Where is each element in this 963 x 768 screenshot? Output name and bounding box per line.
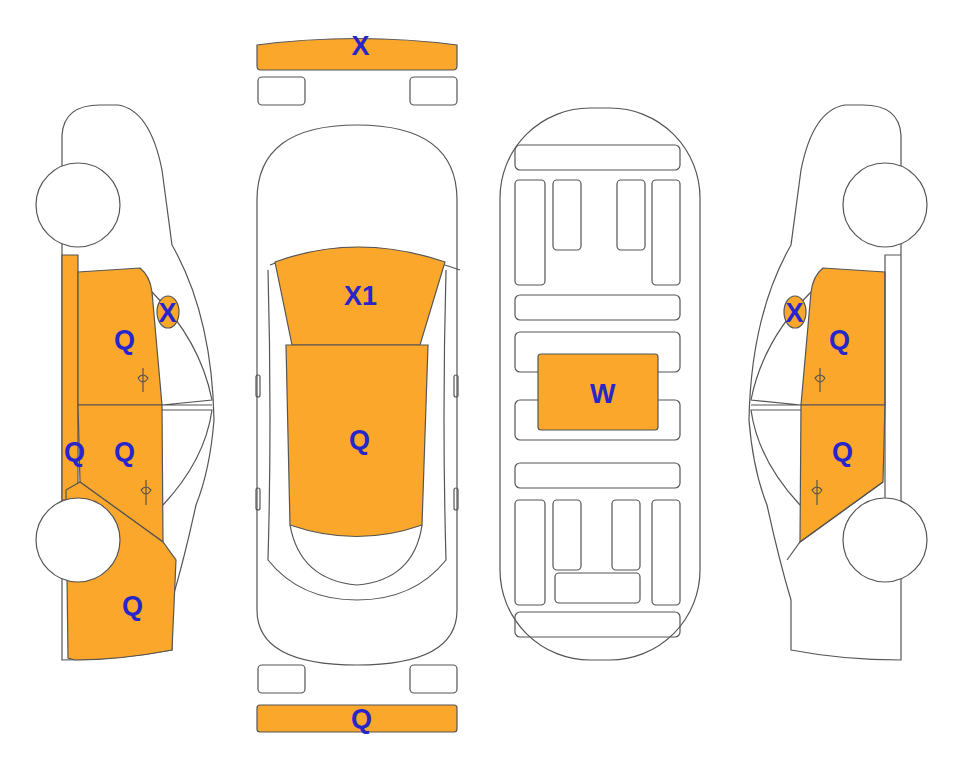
- window-lines: [751, 292, 811, 505]
- damage-code: X: [352, 32, 370, 60]
- damage-panel: Q: [119, 590, 146, 622]
- frame-part: [652, 500, 680, 605]
- damage-panel: X: [349, 30, 373, 62]
- frame-part: [515, 500, 545, 605]
- damage-code: Q: [351, 705, 372, 733]
- crossmember: [515, 463, 680, 488]
- rear-wheel: [843, 498, 927, 582]
- window-lines: [152, 292, 212, 505]
- damage-code: Q: [114, 326, 135, 354]
- frame-part: [553, 180, 581, 250]
- crossmember: [515, 295, 680, 320]
- frame-part: [515, 180, 545, 285]
- body-outline: [257, 125, 457, 665]
- damage-code: W: [590, 380, 615, 408]
- headlight: [410, 77, 457, 105]
- damage-panel: X: [783, 297, 807, 329]
- frame-part: [617, 180, 645, 250]
- damage-panel: W: [587, 378, 618, 410]
- crossmember: [515, 145, 680, 170]
- damage-code: Q: [64, 438, 85, 466]
- damage-code: Q: [114, 438, 135, 466]
- damage-panel: Q: [829, 436, 856, 468]
- taillight: [258, 665, 305, 693]
- mirror: [256, 375, 260, 397]
- mirror: [784, 296, 806, 328]
- rear-wheel: [36, 498, 120, 582]
- left-side-view: [36, 105, 214, 660]
- taillight: [410, 665, 457, 693]
- underside-view: [500, 108, 700, 660]
- handle: [256, 488, 260, 510]
- frame-part: [553, 500, 581, 570]
- crossmember: [515, 612, 680, 637]
- damage-panel: Q: [346, 424, 373, 456]
- front-wheel: [36, 163, 120, 247]
- mirror: [454, 375, 458, 397]
- frame-part: [652, 180, 680, 285]
- underbody-outline: [500, 108, 700, 660]
- rear-bumper: [257, 705, 457, 732]
- damage-panel: Q: [111, 436, 138, 468]
- damage-panel: Q: [826, 324, 853, 356]
- headlight: [258, 77, 305, 105]
- damage-code: X1: [344, 282, 377, 310]
- damage-panel: X1: [341, 280, 380, 312]
- damage-panel: Q: [61, 436, 88, 468]
- damage-code: Q: [829, 326, 850, 354]
- damage-panel: X: [156, 297, 180, 329]
- damage-panel: Q: [348, 703, 375, 735]
- top-view: [256, 39, 460, 733]
- damage-code: X: [786, 299, 804, 327]
- damage-code: Q: [122, 592, 143, 620]
- body-lines: [268, 248, 460, 601]
- damage-code: Q: [349, 426, 370, 454]
- mirror: [157, 296, 179, 328]
- door-handles: [138, 368, 151, 505]
- floor-damage-panel: [538, 354, 658, 430]
- door-handles: [812, 368, 825, 505]
- damage-code: Q: [832, 438, 853, 466]
- handle: [454, 488, 458, 510]
- damage-panel: Q: [111, 324, 138, 356]
- right-side-view: [749, 105, 927, 660]
- roof: [286, 345, 428, 537]
- front-wheel: [843, 163, 927, 247]
- rear-window: [290, 525, 422, 585]
- damage-code: X: [159, 299, 177, 327]
- front-door-panel: [78, 268, 162, 405]
- windshield: [275, 247, 445, 345]
- front-door-panel: [801, 268, 885, 405]
- frame-part: [555, 573, 640, 603]
- frame-part: [612, 500, 640, 570]
